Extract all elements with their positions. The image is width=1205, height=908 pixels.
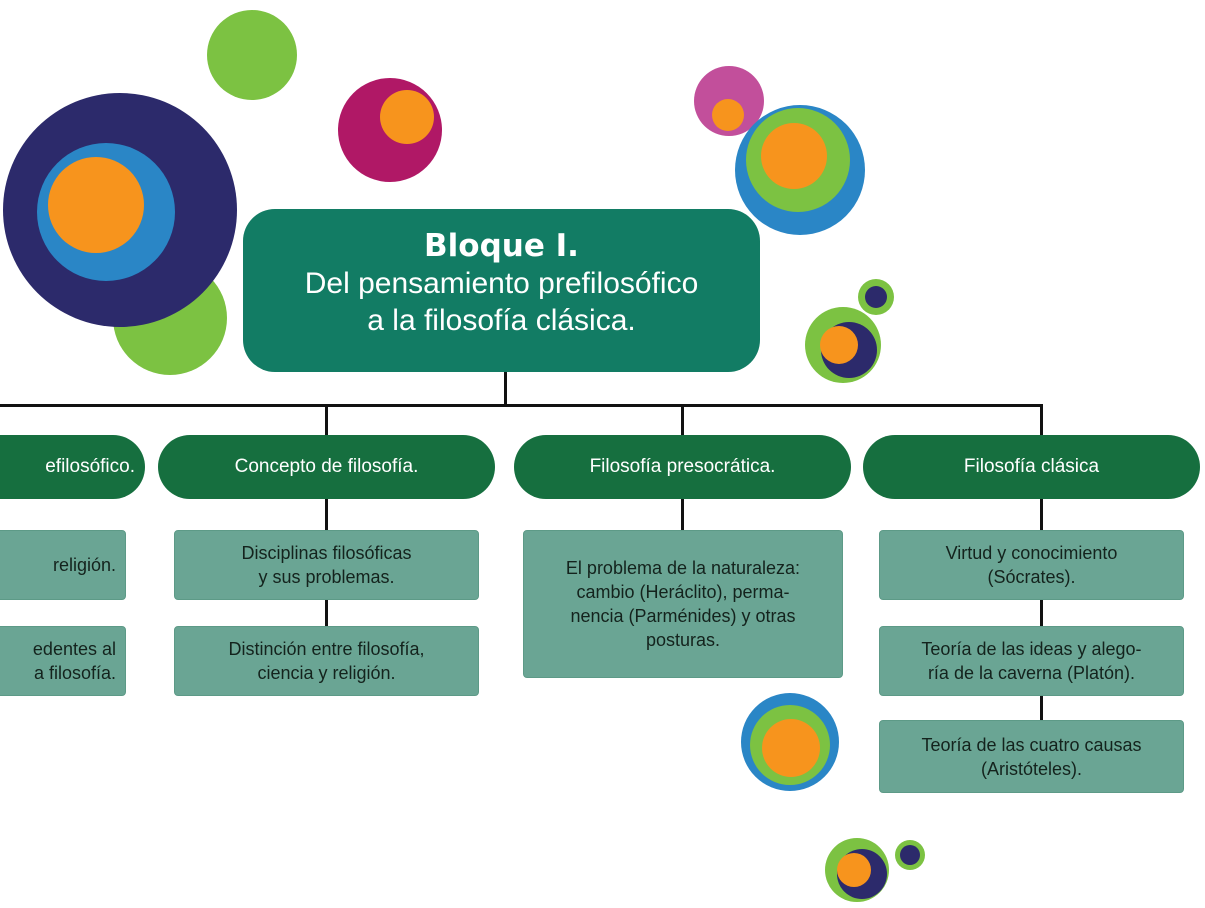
category-label: Concepto de filosofía. bbox=[234, 456, 419, 477]
leaf-text: religión. bbox=[52, 555, 116, 575]
category-label: efilosófico. bbox=[45, 456, 135, 477]
leaf-text: ría de la caverna (Platón). bbox=[927, 663, 1136, 683]
category-pill-1: efilosófico. bbox=[0, 435, 145, 499]
leaf-text: cambio (Heráclito), perma- bbox=[576, 582, 790, 602]
category-label: Filosofía clásica bbox=[963, 456, 1100, 477]
connector-cat3-item bbox=[681, 498, 684, 530]
leaf-text: El problema de la naturaleza: bbox=[565, 558, 801, 578]
orange-dot bbox=[762, 719, 820, 777]
leaf-text: (Aristóteles). bbox=[980, 758, 1083, 779]
connector-cat4-item bbox=[1040, 498, 1043, 530]
leaf-text: Virtud y conocimiento bbox=[945, 543, 1118, 563]
leaf-text: nencia (Parménides) y otras bbox=[570, 606, 796, 626]
leaf-text: ciencia y religión. bbox=[257, 663, 396, 683]
leaf-box: Disciplinas filosóficas y sus problemas. bbox=[174, 530, 479, 600]
category-label: Filosofía presocrática. bbox=[589, 456, 776, 477]
leaf-box: Distinción entre filosofía, ciencia y re… bbox=[174, 626, 479, 696]
connector-cat2-item bbox=[325, 498, 328, 530]
leaf-text: Teoría de las ideas y alego- bbox=[921, 639, 1142, 659]
leaf-box: Teoría de las ideas y alego- ría de la c… bbox=[879, 626, 1184, 696]
orange-dot bbox=[380, 90, 434, 144]
orange-dot bbox=[712, 99, 744, 131]
title-line-1: Del pensamiento prefilosófico bbox=[304, 267, 699, 300]
category-pill-3: Filosofía presocrática. bbox=[514, 435, 851, 499]
green-circle bbox=[207, 10, 297, 100]
leaf-box: edentes al a filosofía. bbox=[0, 626, 126, 696]
category-pill-4: Filosofía clásica bbox=[863, 435, 1200, 499]
navy-dot bbox=[900, 845, 920, 865]
title-line-2: a la filosofía clásica. bbox=[367, 304, 636, 337]
title-box: Bloque I. Del pensamiento prefilosófico … bbox=[243, 209, 760, 372]
leaf-text: Distinción entre filosofía, bbox=[228, 639, 425, 659]
leaf-text: Teoría de las cuatro causas bbox=[921, 734, 1142, 755]
connector-horizontal bbox=[0, 404, 1043, 407]
connector-branch-2 bbox=[325, 404, 328, 436]
navy-dot bbox=[865, 286, 887, 308]
leaf-box: Virtud y conocimiento (Sócrates). bbox=[879, 530, 1184, 600]
connector-title-stem bbox=[504, 372, 507, 405]
category-pill-2: Concepto de filosofía. bbox=[158, 435, 495, 499]
connector-branch-3 bbox=[681, 404, 684, 436]
connector-cat4-items-b bbox=[1040, 696, 1043, 720]
connector-cat2-items bbox=[325, 600, 328, 626]
orange-dot bbox=[820, 326, 858, 364]
orange-dot bbox=[837, 853, 871, 887]
leaf-box: religión. bbox=[0, 530, 126, 600]
leaf-text: (Sócrates). bbox=[987, 567, 1076, 587]
connector-cat4-items-a bbox=[1040, 600, 1043, 626]
title-heading: Bloque I. bbox=[424, 228, 579, 264]
leaf-text: a filosofía. bbox=[33, 663, 116, 683]
leaf-text: posturas. bbox=[645, 630, 721, 650]
leaf-text: edentes al bbox=[32, 639, 116, 659]
orange-dot bbox=[48, 157, 144, 253]
leaf-text: y sus problemas. bbox=[258, 567, 395, 587]
leaf-text: Disciplinas filosóficas bbox=[241, 543, 412, 563]
leaf-box: Teoría de las cuatro causas (Aristóteles… bbox=[879, 720, 1184, 793]
orange-dot bbox=[761, 123, 827, 189]
leaf-box: El problema de la naturaleza: cambio (He… bbox=[523, 530, 843, 678]
connector-branch-4 bbox=[1040, 404, 1043, 436]
